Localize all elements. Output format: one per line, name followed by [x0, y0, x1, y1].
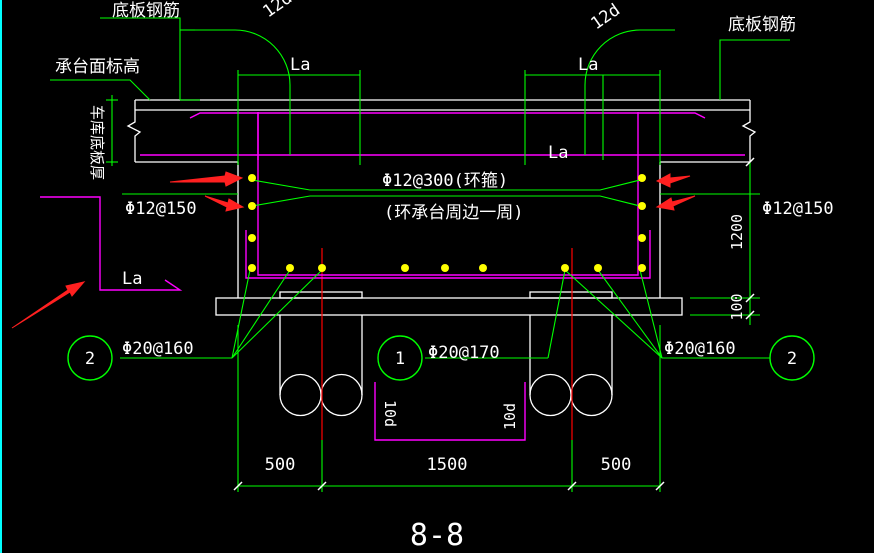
- dimension-ticks: [233, 157, 755, 491]
- rebar-dot: [638, 264, 646, 272]
- section-title: 8-8: [410, 518, 464, 553]
- arrow-icon: [655, 173, 691, 188]
- rebar-dot: [401, 264, 409, 272]
- labels: 底板钢筋 底板钢筋 承台面标高 车库底板厚 12d 12d La La La L…: [55, 0, 834, 553]
- la-top-left-label: La: [290, 55, 310, 75]
- bottom-rebar-left-label: 底板钢筋: [112, 1, 180, 21]
- marker-right-label: 2: [787, 349, 797, 369]
- rebar-lines: [40, 112, 745, 441]
- rebar-dot: [248, 234, 256, 242]
- side-bar-left-label: Φ12@150: [125, 199, 197, 219]
- rebar-dot: [479, 264, 487, 272]
- dim-middle-label: 1500: [427, 455, 468, 475]
- rebar-dot: [638, 202, 646, 210]
- hook-10d-right-label: 10d: [501, 403, 519, 430]
- la-left-label: La: [122, 269, 142, 289]
- stirrup-spec-label: Φ12@300(环箍): [382, 171, 508, 191]
- main-bar-right-label: Φ20@160: [664, 339, 736, 359]
- rebar-dot: [248, 264, 256, 272]
- annotation-lines: [50, 17, 790, 492]
- side-bar-right-label: Φ12@150: [762, 199, 834, 219]
- pile-axis-lines: [321, 248, 573, 440]
- arrow-icon: [11, 281, 86, 329]
- dim-cushion-label: 100: [728, 293, 746, 320]
- hook-10d-left-label: 10d: [381, 400, 399, 427]
- rebar-dot: [638, 234, 646, 242]
- marker-left: 2: [67, 335, 113, 381]
- dim-left-label: 500: [265, 455, 296, 475]
- rebar-dots: [248, 174, 646, 272]
- marker-right: 2: [769, 335, 815, 381]
- arrow-icon: [204, 195, 245, 212]
- red-arrows: [11, 171, 696, 329]
- la-top-right-label: La: [578, 55, 598, 75]
- rebar-dot: [248, 174, 256, 182]
- dim-right-label: 500: [601, 455, 632, 475]
- marker-middle: 1: [377, 335, 423, 381]
- stirrup-note-label: (环承台周边一周): [384, 203, 523, 223]
- marker-middle-label: 1: [395, 349, 405, 369]
- hook-12d-left-label: 12d: [259, 0, 296, 22]
- cap-top-elevation-label: 承台面标高: [55, 57, 140, 77]
- main-bar-left-label: Φ20@160: [122, 339, 194, 359]
- rebar-dot: [318, 264, 326, 272]
- rebar-dot: [441, 264, 449, 272]
- pile-right: [529, 315, 613, 417]
- bottom-rebar-right-label: 底板钢筋: [728, 15, 796, 35]
- rebar-dot: [594, 264, 602, 272]
- la-inner-label: La: [548, 143, 568, 163]
- slab-thickness-label: 车库底板厚: [88, 105, 106, 180]
- hook-12d-right-label: 12d: [587, 0, 624, 34]
- rebar-dot: [638, 174, 646, 182]
- rebar-dot: [561, 264, 569, 272]
- rebar-dot: [248, 202, 256, 210]
- main-bar-middle-label: Φ20@170: [428, 343, 500, 363]
- pile-left: [279, 315, 363, 417]
- arrow-icon: [655, 195, 696, 211]
- arrow-icon: [169, 171, 244, 187]
- dim-height-label: 1200: [728, 214, 746, 250]
- marker-left-label: 2: [85, 349, 95, 369]
- rebar-dot: [286, 264, 294, 272]
